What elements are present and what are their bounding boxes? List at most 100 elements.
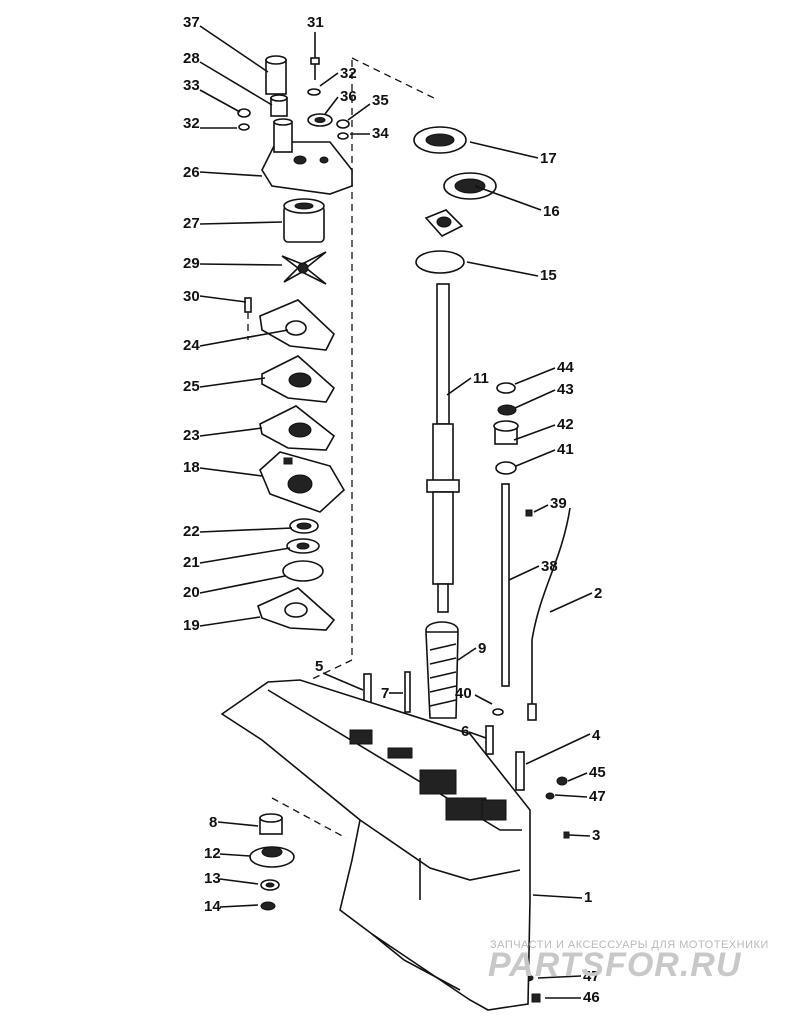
leader-line-45 (567, 772, 588, 782)
part-34-washer (337, 132, 349, 140)
leader-line-25 (199, 377, 266, 388)
pinion-gear-stack (249, 813, 295, 911)
leader-line-47b (537, 975, 582, 979)
leader-line-1 (532, 894, 583, 899)
part-22-seal (289, 518, 319, 534)
leader-line-38 (508, 565, 540, 581)
part-44-bushing (496, 382, 516, 394)
leader-line-12 (219, 853, 251, 857)
callout-label-20: 20 (183, 584, 200, 601)
callout-label-18: 18 (183, 459, 200, 476)
callout-label-4: 4 (592, 727, 601, 744)
part-43-seal (497, 404, 517, 416)
callout-label-2: 2 (594, 585, 602, 602)
callout-label-7: 7 (381, 685, 389, 702)
leader-line-2 (549, 592, 593, 613)
part-23-gasket (259, 405, 336, 451)
part-12-pinion-gear (249, 846, 295, 868)
leader-line-33 (199, 89, 241, 113)
part-16-bearing-cup (443, 172, 497, 200)
callout-label-28: 28 (183, 50, 200, 67)
leader-line-42 (513, 424, 556, 441)
part-6-stud (485, 725, 494, 755)
callout-label-38: 38 (541, 558, 558, 575)
leader-line-20 (199, 575, 286, 594)
leader-line-28 (199, 61, 273, 106)
leader-line-36 (324, 96, 339, 115)
callout-label-29: 29 (183, 255, 200, 272)
part-28-sleeve (270, 94, 288, 117)
part-1-gear-housing (220, 679, 531, 1011)
studs-and-fasteners (363, 671, 570, 1003)
part-32-washer (307, 88, 321, 96)
callout-label-47a: 47 (589, 788, 606, 805)
leader-line-44 (514, 367, 556, 385)
callout-label-27: 27 (183, 215, 200, 232)
callout-label-37: 37 (183, 14, 200, 31)
part-15-shim (415, 250, 465, 274)
part-45-plug (556, 776, 568, 786)
callout-label-47b: 47 (583, 968, 600, 985)
part-47-washer (545, 792, 555, 800)
leader-line-19 (199, 616, 261, 627)
callout-label-11: 11 (473, 370, 489, 387)
callout-label-8: 8 (209, 814, 217, 831)
callout-label-21: 21 (183, 554, 200, 571)
part-14-nut (260, 901, 276, 911)
part-8-bearing (259, 813, 283, 835)
callout-label-33: 33 (183, 77, 200, 94)
leader-line-26 (199, 171, 263, 177)
part-46-plug (531, 993, 541, 1003)
part-17-seal (413, 126, 467, 154)
leader-lines (199, 25, 593, 999)
part-33-nut (237, 108, 251, 118)
callout-label-39: 39 (550, 495, 567, 512)
part-35-nut (336, 119, 350, 129)
callout-label-26: 26 (183, 164, 200, 181)
leader-line-29 (199, 263, 283, 266)
part-3-screw (563, 831, 570, 839)
callout-label-22: 22 (183, 523, 200, 540)
leader-line-23 (199, 427, 263, 437)
part-13-washer (260, 879, 280, 891)
leader-line-13 (219, 878, 259, 885)
leader-line-3 (568, 834, 591, 837)
callout-label-41: 41 (557, 441, 574, 458)
leader-line-40 (474, 694, 493, 705)
leader-line-6 (468, 731, 487, 739)
leader-line-8 (217, 821, 259, 827)
callout-label-19: 19 (183, 617, 200, 634)
part-25-face-plate (261, 355, 336, 403)
callout-label-46: 46 (583, 989, 600, 1006)
callout-label-3: 3 (592, 827, 600, 844)
leader-line-22 (199, 527, 293, 533)
leader-line-14 (219, 904, 259, 908)
part-9-pinion-sleeve (425, 621, 459, 719)
part-41-o-ring (495, 461, 517, 475)
part-26-pump-housing (261, 118, 353, 195)
callout-label-42: 42 (557, 416, 574, 433)
leader-line-4 (525, 733, 591, 765)
driveshaft-assembly (413, 126, 497, 719)
leader-line-21 (199, 547, 291, 564)
leader-line-5 (322, 672, 364, 691)
callout-label-17: 17 (540, 150, 557, 167)
leader-line-18 (199, 467, 263, 477)
part-21-washer (286, 538, 320, 554)
part-20-o-ring (282, 560, 324, 582)
part-29-impeller (281, 251, 327, 285)
callout-label-12: 12 (204, 845, 221, 862)
leader-line-32a (319, 72, 339, 87)
watermark: ЗАПЧАСТИ И АКСЕССУАРЫ ДЛЯ МОТОТЕХНИКИ PA… (488, 939, 768, 984)
watermark-logo-text: PARTSFOR.RU (488, 946, 742, 984)
leader-line-43 (514, 389, 556, 409)
callout-label-23: 23 (183, 427, 200, 444)
callout-label-40: 40 (455, 685, 472, 702)
callout-label-13: 13 (204, 870, 221, 887)
leader-line-9 (457, 647, 477, 661)
callout-label-15: 15 (540, 267, 557, 284)
part-24-gasket (259, 299, 335, 351)
part-18-pump-base (259, 451, 346, 513)
part-36-seal (307, 113, 333, 127)
